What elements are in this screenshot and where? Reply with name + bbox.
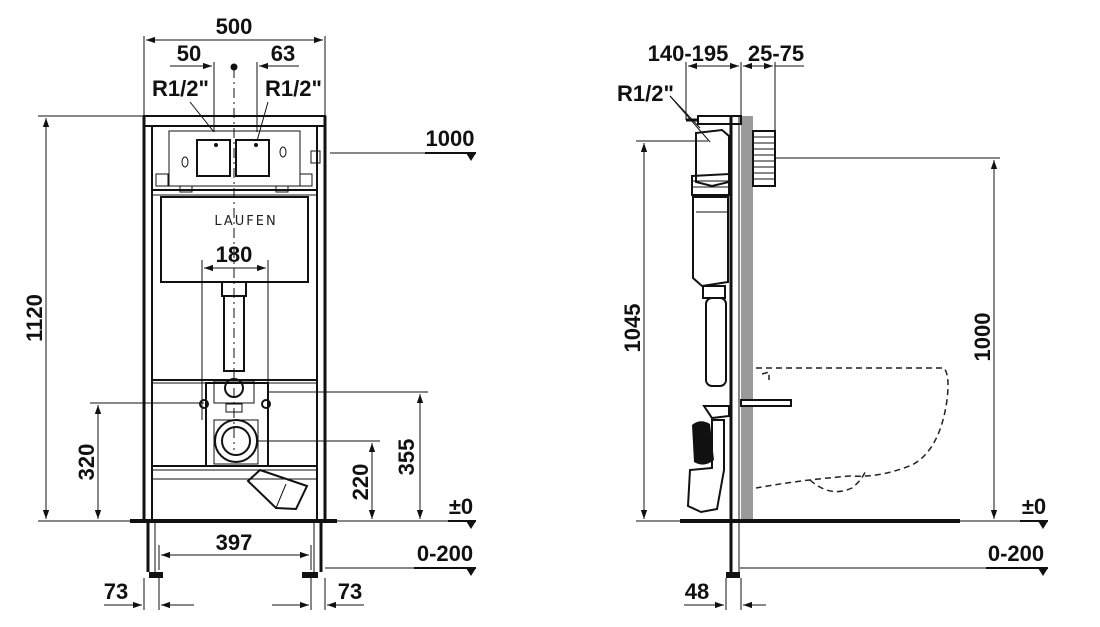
centerline-mark <box>230 63 238 71</box>
dim-foot-48: 48 <box>684 578 766 610</box>
side-thread-leader-b <box>669 95 711 143</box>
drain-elbow <box>246 468 309 511</box>
dim-1120-label: 1120 <box>22 294 47 342</box>
dim-220-label: 220 <box>348 464 373 501</box>
level-zero-side-label: ±0 <box>1022 494 1046 519</box>
level-zero-front: ±0 <box>337 494 476 529</box>
side-flush-pipe <box>702 285 727 387</box>
drain-bracket <box>199 382 271 467</box>
side-frame <box>686 115 742 522</box>
wall-section <box>741 116 753 522</box>
dim-inlet-offsets: 50 63 <box>170 41 299 132</box>
dim-height-1000: 1000 <box>775 157 1000 519</box>
thread-left-label: R1/2" <box>152 76 209 101</box>
side-legs <box>726 522 740 578</box>
dim-500-label: 500 <box>216 14 253 39</box>
dim-1000-side-label: 1000 <box>970 313 995 362</box>
dim-bracket-180: 180 <box>201 242 269 420</box>
dim-50-label: 50 <box>177 41 201 66</box>
adjust-side-label: 0-200 <box>988 541 1044 566</box>
level-zero-side: ±0 <box>960 494 1048 529</box>
dim-180-label: 180 <box>216 242 253 267</box>
dim-depth: 140-195 25-75 <box>648 41 804 130</box>
cistern: LAUFEN <box>160 196 309 283</box>
dim-outlet-220: 220 <box>258 440 380 519</box>
dim-drain-320: 320 <box>74 402 204 519</box>
level-1000-marker: 1000 <box>330 126 476 161</box>
actuator-plate <box>155 130 321 193</box>
dim-feet-397: 397 <box>158 530 312 570</box>
dim-foot-right-73: 73 <box>272 578 364 610</box>
dim-73-left-label: 73 <box>104 579 128 604</box>
dim-25-75-label: 25-75 <box>748 41 804 66</box>
side-cistern <box>691 128 730 288</box>
side-view: 140-195 25-75 R1/2" 1045 1000 ±0 <box>617 41 1048 610</box>
wc-bowl-outline <box>755 367 949 493</box>
side-thread-label: R1/2" <box>617 81 674 106</box>
front-view: LAUFEN <box>22 14 476 610</box>
adjust-front-label: 0-200 <box>417 541 473 566</box>
level-adjust-front: 0-200 <box>325 541 476 576</box>
dim-width-500: 500 <box>143 14 326 116</box>
dim-1045-label: 1045 <box>620 304 645 353</box>
thread-left-leader <box>189 101 215 133</box>
level-adjust-side: 0-200 <box>740 541 1048 576</box>
brand-logo: LAUFEN <box>214 214 277 229</box>
dim-140-195-label: 140-195 <box>648 41 729 66</box>
dim-355-label: 355 <box>394 439 419 476</box>
front-legs <box>146 522 323 578</box>
side-actuator <box>752 130 776 187</box>
dim-foot-left-73: 73 <box>104 578 194 610</box>
dim-height-1120: 1120 <box>22 115 144 522</box>
dim-397-label: 397 <box>216 530 253 555</box>
thread-right-leader <box>256 101 269 142</box>
dim-320-label: 320 <box>74 444 99 481</box>
dim-48-label: 48 <box>685 579 709 604</box>
thread-right-label: R1/2" <box>265 76 322 101</box>
dim-63-label: 63 <box>271 41 295 66</box>
level-1000-label: 1000 <box>426 126 475 151</box>
level-zero-front-label: ±0 <box>449 494 473 519</box>
dim-height-1045: 1045 <box>620 140 708 522</box>
dim-bolt-355: 355 <box>268 391 428 519</box>
dim-73-right-label: 73 <box>338 579 362 604</box>
side-drain <box>686 399 792 514</box>
